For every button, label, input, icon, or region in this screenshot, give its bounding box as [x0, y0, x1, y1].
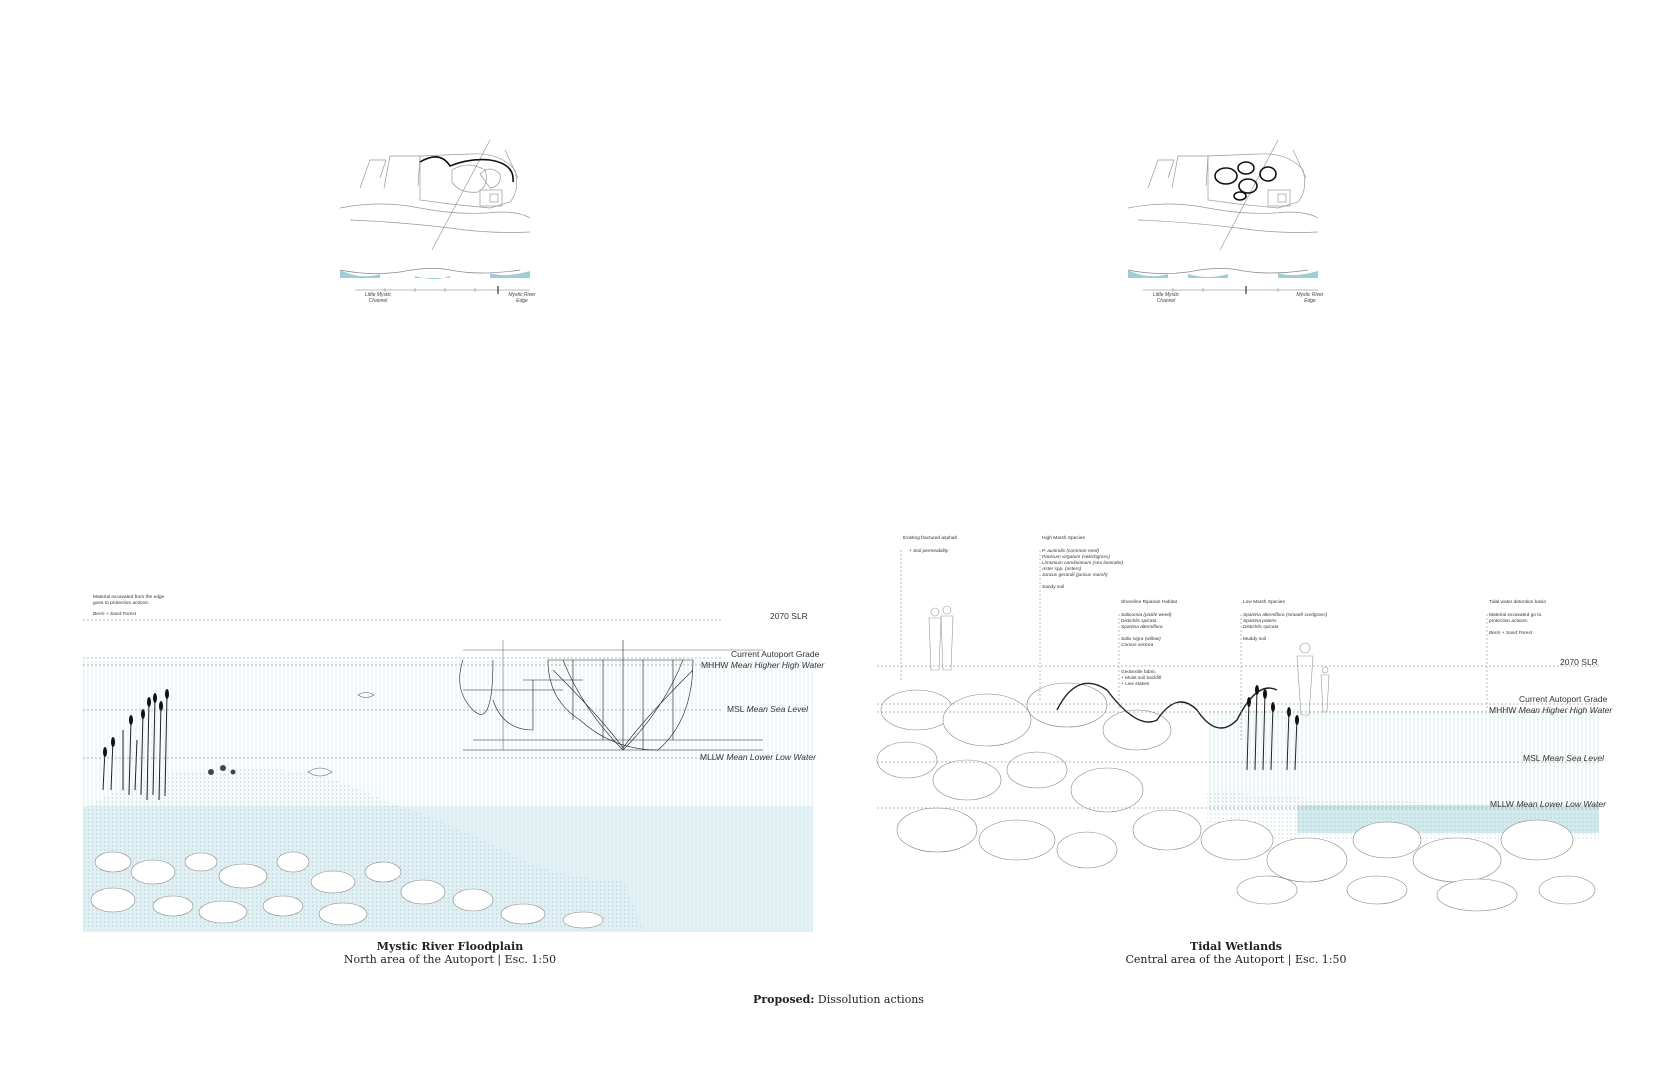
annotation-item: Aster spp. (asters): [1042, 567, 1082, 572]
section-floodplain: Material excavated from the edge goes to…: [83, 595, 824, 940]
footer-text: Dissolution actions: [814, 993, 924, 1006]
annotation-item: Geotextile fabric: [1121, 670, 1156, 675]
annotation-item: Sandy soil: [1042, 585, 1065, 590]
annotation-geotextile: Geotextile fabric + Moist soil backfill …: [1121, 670, 1161, 688]
section-title: Mystic River Floodplain: [376, 940, 524, 953]
level-code: MLLW: [700, 752, 724, 762]
excavation-note: Material excavated from the edge goes to…: [93, 595, 164, 618]
floodplain-section-drawing: [83, 619, 813, 932]
level-code: MSL: [727, 704, 745, 714]
caption-floodplain: Mystic River Floodplain North area of th…: [250, 940, 650, 966]
site-plan-north-icon: [339, 139, 531, 294]
level-slr: 2070 SLR: [770, 611, 808, 621]
river-label-right: Mystic River Edge: [1296, 292, 1324, 304]
footer-bold: Proposed:: [753, 993, 815, 1006]
annotation-item: Muddy soil: [1243, 637, 1266, 642]
annotation-title: Tidal water detention basin: [1489, 600, 1547, 605]
annotation-item: Salix nigra (willow): [1121, 637, 1161, 642]
level-code: MLLW: [1490, 799, 1514, 809]
river-label-left: Little Mystic Channel: [1152, 292, 1180, 304]
level-name: Mean Higher High Water: [1518, 705, 1613, 715]
level-mhhw: MHHW Mean Higher High Water: [1489, 705, 1612, 715]
annotation-low-marsh: Low Marsh Species Spartina alterniflora …: [1243, 600, 1327, 643]
annotation-title: Shoreline Riparian Habitat: [1121, 600, 1177, 605]
key-map-north: Little Mystic Channel Mystic River Edge: [339, 130, 540, 310]
level-name: Mean Sea Level: [1542, 753, 1604, 763]
level-name: Mean Sea Level: [746, 704, 808, 714]
annotation-item: protection actions:: [1489, 619, 1528, 624]
river-label-right: Mystic River Edge: [508, 292, 536, 304]
annotation-item: Material excavated go to: [1489, 613, 1542, 618]
annotation-item: Spartina alterniflora: [1121, 625, 1163, 630]
note-line: goes to protection actions:: [93, 601, 149, 606]
level-grade: Current Autoport Grade: [731, 649, 820, 659]
level-name: Mean Lower Low Water: [726, 752, 816, 762]
annotation-title: Low Marsh Species: [1243, 600, 1285, 605]
level-mllw: MLLW Mean Lower Low Water: [1490, 799, 1606, 809]
annotation-item: Juncus gerardii (juncus marsh): [1042, 573, 1108, 578]
annotation-item: Limonium carolinianum (sea lavender): [1042, 561, 1124, 566]
annotation-item: Distichlis spicata: [1121, 619, 1157, 624]
section-subtitle: Central area of the Autoport | Esc. 1:50: [1125, 953, 1347, 966]
annotation-asphalt: Existing fractured asphalt + Soil permea…: [903, 536, 957, 555]
wetlands-section-drawing: [876, 550, 1599, 912]
level-code: MHHW: [1489, 705, 1517, 715]
level-code: MSL: [1523, 753, 1541, 763]
level-grade: Current Autoport Grade: [1519, 694, 1608, 704]
level-name: Mean Higher High Water: [730, 660, 825, 670]
annotation-basin: Tidal water detention basin Material exc…: [1489, 600, 1546, 637]
annotation-item: Distichlis spicata: [1243, 625, 1279, 630]
annotation-item: Spartina patens: [1243, 619, 1277, 624]
annotation-riparian: Shoreline Riparian Habitat Salicornia (p…: [1121, 600, 1177, 649]
annotation-item: Cornus sericea: [1121, 643, 1154, 648]
annotation-title: High Marsh Species: [1042, 536, 1085, 541]
annotation-item: + Live stakes: [1121, 682, 1150, 687]
level-code: MHHW: [701, 660, 729, 670]
note-line: Berm + Sand Forest: [93, 612, 137, 617]
river-label-left: Little Mystic Channel: [364, 292, 392, 304]
section-wetlands: Existing fractured asphalt + Soil permea…: [876, 536, 1612, 940]
annotation-item: + Moist soil backfill: [1121, 676, 1162, 681]
note-line: Material excavated from the edge: [93, 595, 165, 600]
annotation-item: Salicornia (pickle weed): [1121, 613, 1172, 618]
footer-caption: Proposed: Dissolution actions: [0, 993, 1677, 1006]
caption-wetlands: Tidal Wetlands Central area of the Autop…: [1036, 940, 1436, 966]
level-mllw: MLLW Mean Lower Low Water: [700, 752, 816, 762]
level-msl: MSL Mean Sea Level: [1523, 753, 1604, 763]
annotation-item: P. australis (common reed): [1042, 549, 1099, 554]
annotation-item: Panicum virgatum (switchgrass): [1042, 555, 1110, 560]
key-map-central: Little Mystic Channel Mystic River Edge: [1127, 130, 1328, 310]
annotation-title: Existing fractured asphalt: [903, 536, 957, 541]
level-name: Mean Lower Low Water: [1516, 799, 1606, 809]
level-msl: MSL Mean Sea Level: [727, 704, 808, 714]
annotation-high-marsh: High Marsh Species P. australis (common …: [1042, 536, 1123, 591]
site-plan-central-icon: [1127, 139, 1319, 294]
level-slr: 2070 SLR: [1560, 657, 1598, 667]
level-mhhw: MHHW Mean Higher High Water: [701, 660, 824, 670]
annotation-item: Berm + Sand Forest: [1489, 631, 1533, 636]
annotation-item: + Soil permeability: [909, 549, 949, 554]
section-title: Tidal Wetlands: [1190, 940, 1282, 953]
section-subtitle: North area of the Autoport | Esc. 1:50: [343, 953, 557, 966]
annotation-item: Spartina alterniflora (smooth cordgrass): [1243, 613, 1328, 618]
